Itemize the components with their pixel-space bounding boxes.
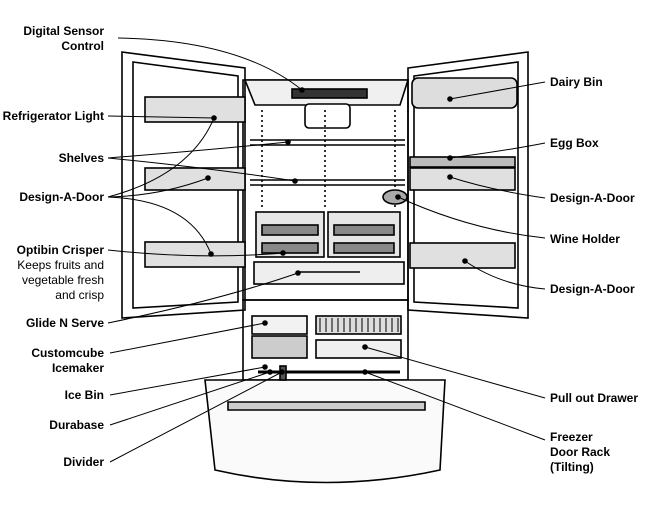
- leader-durabase: [109, 371, 271, 426]
- label-shelves: Shelves: [58, 151, 104, 165]
- label-design-a-door-left: Design-A-Door: [19, 190, 104, 204]
- dairy-bin: [411, 77, 518, 109]
- leader-shelves-2: [107, 157, 296, 182]
- label-freezer-rack-line2: Door Rack: [550, 445, 611, 459]
- label-divider: Divider: [63, 455, 104, 469]
- label-wine-holder: Wine Holder: [550, 232, 620, 246]
- right-door-bin-middle: [409, 167, 516, 191]
- leader-design-door-right-1: [449, 176, 546, 199]
- left-door-bin-top: [144, 96, 246, 123]
- leader-pull-out-drawer: [364, 346, 546, 399]
- leader-refrigerator-light: [107, 115, 215, 119]
- leader-glide-n-serve: [107, 272, 299, 324]
- label-design-a-door-right-1: Design-A-Door: [550, 191, 635, 205]
- label-egg-box: Egg Box: [550, 136, 599, 150]
- label-digital-sensor-line1: Digital Sensor: [23, 24, 104, 38]
- label-digital-sensor-line2: Control: [61, 39, 104, 53]
- label-pull-out-drawer: Pull out Drawer: [550, 391, 639, 405]
- label-optibin-desc-2: vegetable fresh: [21, 273, 104, 287]
- leader-design-door-left-2: [107, 196, 212, 255]
- label-design-a-door-right-2: Design-A-Door: [550, 282, 635, 296]
- freezer-drawer-handle: [227, 401, 426, 411]
- leader-ice-bin: [109, 366, 266, 396]
- freezer-drawer-front: [204, 379, 446, 484]
- leader-design-door-left-1: [107, 177, 209, 198]
- label-refrigerator-light: Refrigerator Light: [2, 109, 104, 123]
- leader-dairy-bin: [449, 81, 546, 100]
- egg-box: [409, 156, 516, 168]
- wine-holder: [382, 189, 408, 205]
- pull-out-drawer: [315, 339, 402, 359]
- right-door: [407, 51, 529, 319]
- leader-optibin: [107, 249, 284, 257]
- label-customcube-line2: Icemaker: [51, 361, 104, 375]
- left-door: [121, 51, 246, 319]
- right-door-bin-bottom: [409, 242, 516, 269]
- glide-n-serve-drawer: [253, 261, 405, 285]
- label-glide-n-serve: Glide N Serve: [25, 316, 104, 330]
- label-optibin-desc-3: and crisp: [55, 288, 104, 302]
- label-dairy-bin: Dairy Bin: [550, 75, 603, 89]
- leader-digital-sensor: [117, 37, 303, 91]
- digital-sensor-control-panel: [291, 88, 368, 99]
- icemaker: [251, 315, 308, 335]
- leader-divider: [109, 371, 283, 463]
- label-durabase: Durabase: [49, 418, 104, 432]
- upper-shelf: [250, 139, 405, 146]
- leader-freezer-door-rack: [364, 371, 546, 441]
- label-ice-bin: Ice Bin: [64, 388, 104, 402]
- label-optibin-crisper: Optibin Crisper: [16, 243, 104, 257]
- light-housing: [304, 103, 351, 129]
- label-freezer-rack-line1: Freezer: [550, 430, 593, 444]
- leader-design-door-right-2: [464, 260, 546, 290]
- leader-wine-holder: [397, 196, 546, 239]
- ice-bin: [251, 335, 308, 359]
- left-door-bin-middle: [144, 167, 246, 191]
- leader-customcube: [109, 322, 266, 354]
- label-optibin-desc-1: Keeps fruits and: [17, 258, 104, 272]
- label-freezer-rack-line3: (Tilting): [550, 460, 594, 474]
- leader-egg-box: [449, 142, 546, 159]
- lower-shelf: [250, 179, 405, 186]
- leader-shelves-1: [107, 141, 289, 159]
- label-customcube-line1: Customcube: [31, 346, 104, 360]
